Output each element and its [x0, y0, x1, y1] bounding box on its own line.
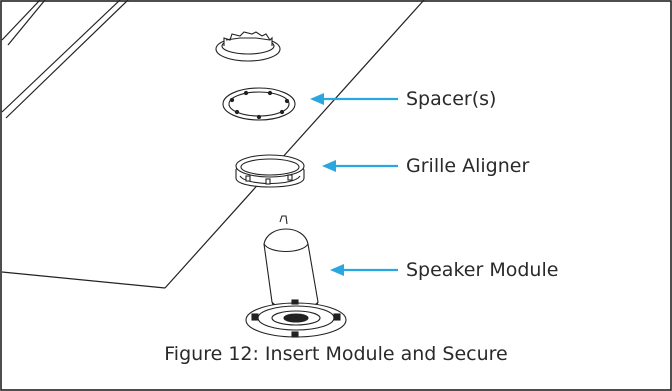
spacer-arrowhead-icon: [310, 93, 324, 105]
grille-aligner-part: [235, 154, 305, 188]
grille-cap-part: [215, 31, 281, 62]
grille-aligner-label: Grille Aligner: [406, 155, 530, 177]
spacer-part: [222, 87, 296, 121]
speaker-module-part: [245, 215, 347, 338]
callout-arrows: [310, 93, 398, 276]
grille-aligner-arrowhead-icon: [322, 160, 336, 172]
figure-caption: Figure 12: Insert Module and Secure: [164, 343, 508, 365]
speaker-module-label: Speaker Module: [406, 259, 559, 281]
speaker-module-arrowhead-icon: [330, 264, 344, 276]
ceiling-panel: [1, 0, 425, 289]
spacer-label: Spacer(s): [406, 88, 497, 110]
